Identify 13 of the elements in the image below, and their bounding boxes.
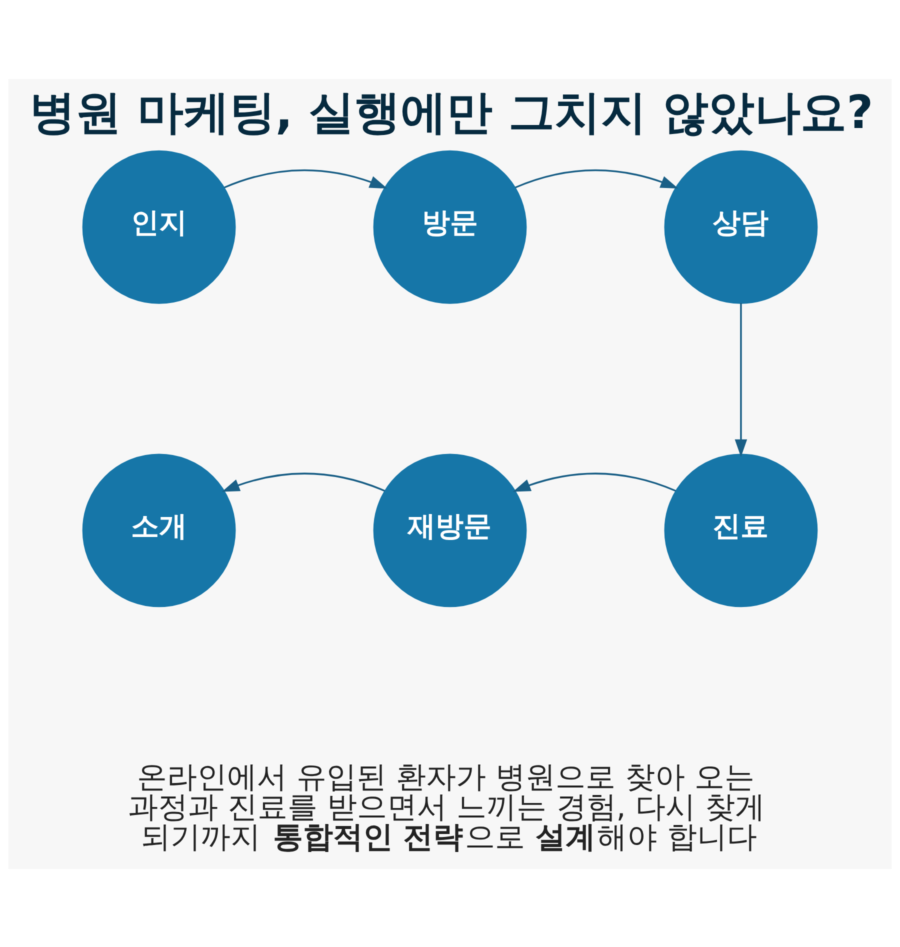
- arrow: [224, 168, 388, 188]
- diagram-title: 병원 마케팅, 실행에만 그치지 않았나요?: [29, 84, 874, 139]
- arrow: [512, 472, 676, 492]
- node-circle: 소개: [82, 453, 236, 607]
- label: 온라인에서 유입된 환자가 병원으로 찾아 오는 과정과 진료를 받으면서 느끼는 경험, 다시 찾게 되기까지 통합적인 전략으로 설계해야 합니다: [128, 760, 765, 855]
- node-circle: 인지: [82, 150, 236, 304]
- node-circle: 진료: [664, 453, 818, 607]
- arrow: [734, 302, 748, 457]
- arrow: [222, 472, 386, 492]
- arrow: [515, 168, 678, 188]
- node-circle: 재방문: [373, 453, 527, 607]
- node-circle: 상담: [664, 150, 818, 304]
- node-circle: 방문: [373, 150, 527, 304]
